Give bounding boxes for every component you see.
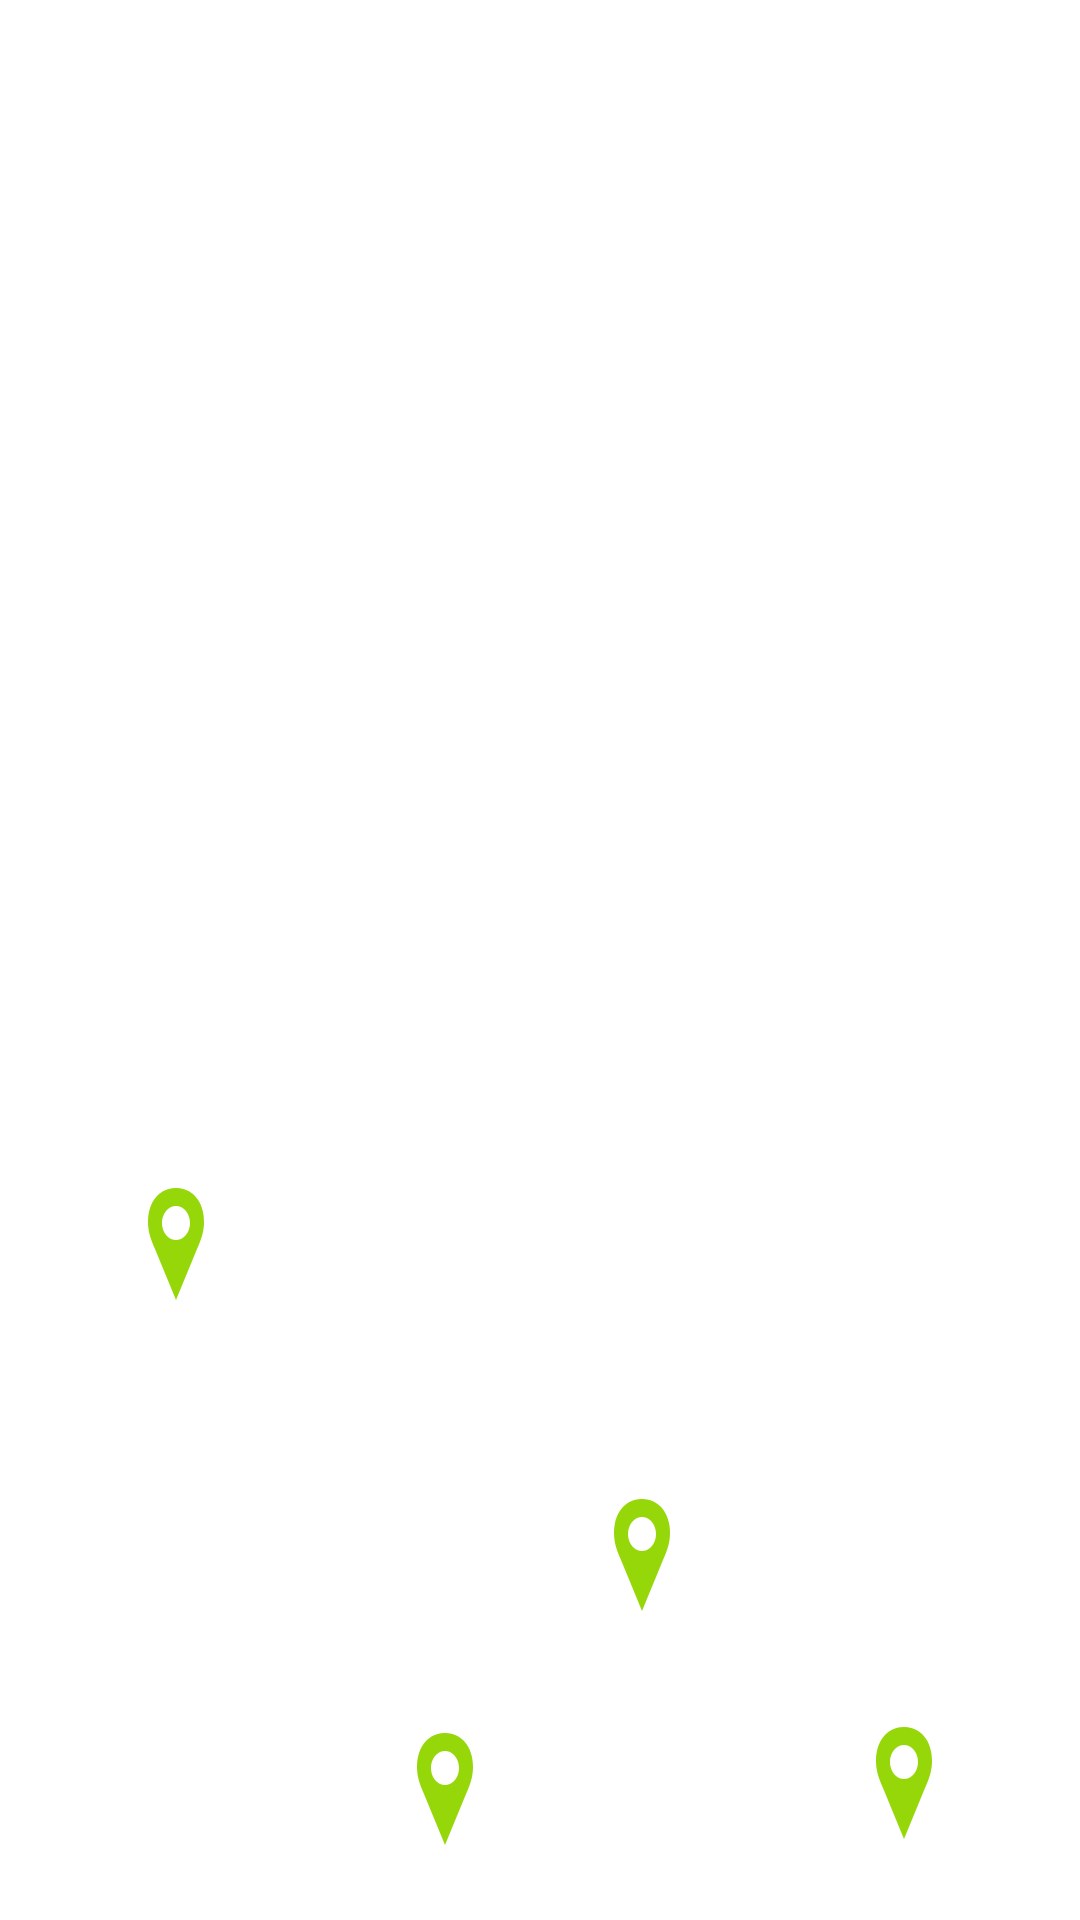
map-marker-4[interactable] xyxy=(875,1725,933,1841)
map-marker-2[interactable] xyxy=(613,1497,671,1613)
map-pin-icon xyxy=(148,1188,204,1300)
map-pin-icon xyxy=(614,1499,670,1611)
map-marker-3[interactable] xyxy=(416,1731,474,1847)
map-pin-icon xyxy=(417,1733,473,1845)
map-marker-1[interactable] xyxy=(147,1186,205,1302)
map-pin-icon xyxy=(876,1727,932,1839)
